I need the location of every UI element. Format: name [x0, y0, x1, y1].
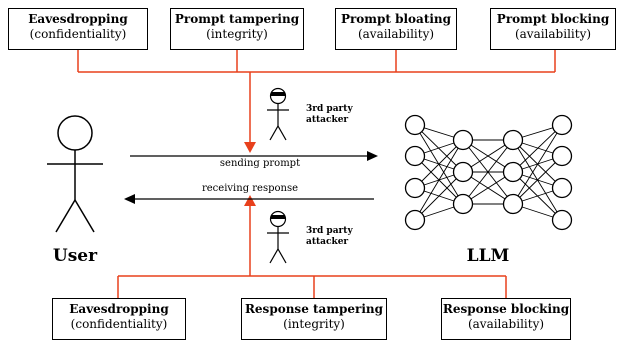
threat-subtitle: (availability): [514, 27, 592, 41]
threat-title: Prompt blocking: [496, 12, 610, 26]
network-node: [452, 129, 474, 151]
network-edge: [414, 124, 464, 173]
network-edge: [512, 124, 563, 173]
threat-subtitle: (integrity): [206, 27, 268, 41]
sending-arrowhead: [367, 151, 378, 161]
receiving-response-label: receiving response: [201, 183, 299, 194]
attacker-label-line2: attacker: [306, 115, 349, 125]
attacker-mask-icon: [271, 92, 285, 96]
threat-title: Eavesdropping: [69, 302, 169, 316]
attacker-figure-bottom: [267, 210, 289, 264]
threat-box-eavesdropping-response: Eavesdropping (confidentiality): [52, 298, 186, 340]
llm-label: LLM: [466, 246, 510, 266]
threat-box-eavesdropping-prompt: Eavesdropping (confidentiality): [8, 8, 148, 50]
threat-subtitle: (availability): [467, 317, 545, 331]
network-node: [452, 161, 474, 183]
attacker-mask-icon: [271, 215, 285, 219]
threat-box-prompt-blocking: Prompt blocking (availability): [490, 8, 616, 50]
threat-title: Response blocking: [442, 302, 570, 316]
threat-subtitle: (availability): [357, 27, 435, 41]
sending-prompt-label: sending prompt: [219, 158, 301, 169]
attacker-label-line1: 3rd party: [306, 104, 353, 114]
top-connector: [77, 50, 556, 142]
threat-subtitle: (confidentiality): [29, 27, 127, 41]
network-node: [452, 193, 474, 215]
network-node: [502, 161, 524, 183]
attacker-figure-top: [267, 87, 289, 141]
network-node: [551, 209, 573, 231]
network-node: [404, 209, 426, 231]
network-node: [404, 177, 426, 199]
network-node: [551, 145, 573, 167]
network-edges: [414, 124, 563, 221]
threat-subtitle: (integrity): [283, 317, 345, 331]
threat-title: Prompt tampering: [174, 12, 300, 26]
threat-title: Response tampering: [244, 302, 384, 316]
bottom-connector: [117, 206, 507, 298]
threat-title: Prompt bloating: [340, 12, 452, 26]
attacker-label-bottom: 3rd party attacker: [306, 226, 353, 248]
network-edge: [414, 171, 464, 221]
receiving-arrowhead: [124, 194, 135, 204]
user-figure: [47, 115, 103, 233]
network-edge: [462, 139, 514, 205]
threat-box-response-blocking: Response blocking (availability): [441, 298, 571, 340]
network-node: [404, 145, 426, 167]
network-edge: [512, 155, 563, 205]
network-node: [502, 129, 524, 151]
network-edge: [512, 124, 563, 205]
network-node: [404, 114, 426, 136]
bottom-red-arrowhead: [244, 195, 256, 206]
threat-box-prompt-tampering: Prompt tampering (integrity): [170, 8, 304, 50]
network-node: [551, 114, 573, 136]
attacker-label-line2: attacker: [306, 237, 349, 247]
attacker-label-top: 3rd party attacker: [306, 104, 353, 126]
threat-box-response-tampering: Response tampering (integrity): [241, 298, 387, 340]
network-edge: [414, 139, 464, 221]
threat-subtitle: (confidentiality): [70, 317, 168, 331]
threat-title: Eavesdropping: [28, 12, 128, 26]
user-label: User: [52, 246, 98, 266]
attacker-label-line1: 3rd party: [306, 226, 353, 236]
network-nodes: [404, 114, 573, 231]
threat-box-prompt-bloating: Prompt bloating (availability): [335, 8, 457, 50]
top-red-arrowhead: [244, 142, 256, 153]
network-node: [551, 177, 573, 199]
network-node: [502, 193, 524, 215]
network-edge: [414, 139, 464, 189]
